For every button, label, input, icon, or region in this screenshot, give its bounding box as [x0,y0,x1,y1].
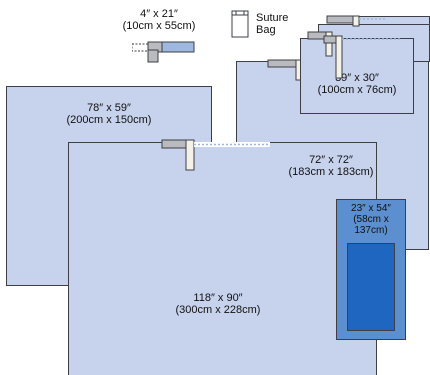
drape-23x54-label: 23″ x 54″ (58cm x 137cm) [336,203,406,236]
drape-23x54-panel [347,243,395,331]
drape-118x90-tape [160,138,272,174]
drape-118x90-size-cm: (300cm x 228cm) [68,304,368,316]
tape-strip-label: 4″ x 21″ (10cm x 55cm) [112,8,206,32]
bag-icon [230,9,250,39]
suture-bag-line2: Bag [256,24,288,36]
drape-stack-tape-back [325,14,385,28]
drape-78x59-label: 78″ x 59″ (200cm x 150cm) [6,102,212,126]
drape-23x54-line2: (58cm x [336,214,406,225]
drape-118x90-size-in: 118″ x 90″ [68,292,368,304]
drape-78x59-size-cm: (200cm x 150cm) [6,114,212,126]
drape-78x59-size-in: 78″ x 59″ [6,102,212,114]
drape-72x72-size-in: 72″ x 72″ [266,154,396,166]
drape-23x54-line3: 137cm) [336,225,406,236]
tape-strip-size-cm: (10cm x 55cm) [112,20,206,32]
drape-39x30-size-cm: (100cm x 76cm) [300,84,414,96]
tape-strip-icon [132,36,196,64]
drape-39x30-tape [322,34,402,82]
suture-bag-line1: Suture [256,12,288,24]
drape-72x72-label: 72″ x 72″ (183cm x 183cm) [266,154,396,178]
suture-bag-label: Suture Bag [256,12,288,36]
drape-118x90-label: 118″ x 90″ (300cm x 228cm) [68,292,368,316]
drape-23x54-line1: 23″ x 54″ [336,203,406,214]
drape-72x72-size-cm: (183cm x 183cm) [266,166,396,178]
tape-strip-size-in: 4″ x 21″ [112,8,206,20]
